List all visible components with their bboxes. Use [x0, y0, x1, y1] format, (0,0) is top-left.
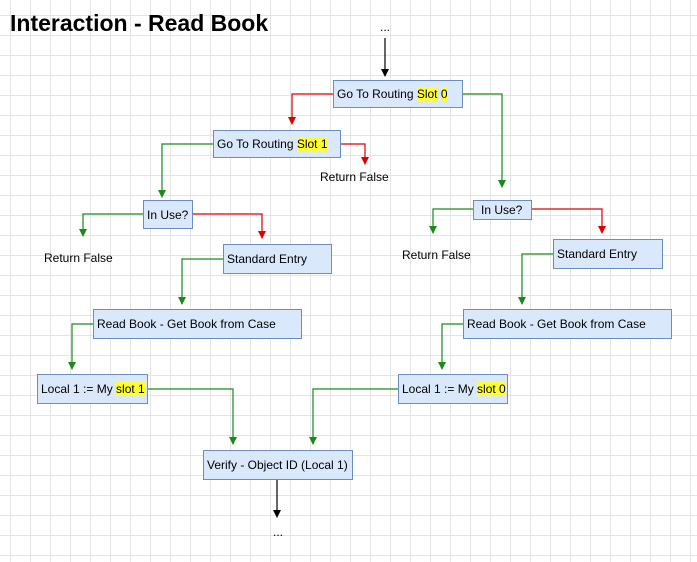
goto-slot0-highlight: Slot [416, 87, 438, 101]
read-book-right-label: Read Book - Get Book from Case [467, 317, 646, 331]
node-verify-object-id[interactable]: Verify - Object ID (Local 1) [203, 450, 353, 480]
node-goto-routing-slot1[interactable]: Go To Routing Slot 1 [213, 130, 341, 158]
goto-slot1-prefix: Go To Routing [217, 137, 297, 151]
edge-std-right-to-readbook [518, 253, 553, 305]
local-slot0-highlight: slot 0 [477, 382, 506, 396]
edge-inuse-left-true [79, 213, 143, 237]
label-return-false-left: Return False [44, 251, 113, 265]
node-local-slot1[interactable]: Local 1 := My slot 1 [37, 374, 148, 404]
edge-readbook-left-to-local [68, 323, 93, 370]
edge-goto-slot0-true [463, 93, 506, 188]
read-book-left-label: Read Book - Get Book from Case [97, 317, 276, 331]
node-local-slot0[interactable]: Local 1 := My slot 0 [398, 374, 508, 404]
ellipsis-top: ... [380, 20, 391, 34]
label-return-false-top: Return False [320, 170, 389, 184]
edge-readbook-right-to-local [438, 323, 463, 370]
node-in-use-right[interactable]: In Use? [473, 200, 532, 220]
in-use-left-label: In Use? [147, 207, 189, 222]
verify-label: Verify - Object ID (Local 1) [207, 458, 348, 472]
edge-inuse-right-true [429, 208, 473, 234]
node-in-use-left[interactable]: In Use? [143, 200, 193, 229]
goto-slot0-number: 0 [440, 87, 448, 101]
edge-goto-slot1-true [158, 143, 213, 198]
diagram-title: Interaction - Read Book [10, 10, 269, 36]
node-read-book-left[interactable]: Read Book - Get Book from Case [93, 309, 302, 339]
local-slot1-prefix: Local 1 := My [41, 382, 117, 396]
edge-goto-slot1-false [341, 143, 369, 165]
edge-goto-slot0-false [288, 93, 333, 125]
node-standard-entry-left[interactable]: Standard Entry [223, 244, 332, 274]
ellipsis-bottom: ... [273, 525, 284, 539]
node-standard-entry-right[interactable]: Standard Entry [553, 239, 663, 269]
edge-std-left-to-readbook [178, 258, 223, 305]
edge-local1-to-verify [148, 388, 237, 445]
node-read-book-right[interactable]: Read Book - Get Book from Case [463, 309, 672, 339]
std-entry-left-label: Standard Entry [227, 252, 308, 266]
edge-local0-to-verify [309, 388, 398, 445]
goto-slot1-highlight: Slot 1 [296, 137, 328, 151]
edge-inuse-right-false [532, 208, 606, 234]
label-return-false-right: Return False [402, 248, 471, 262]
local-slot0-prefix: Local 1 := My [402, 382, 478, 396]
std-entry-right-label: Standard Entry [557, 247, 638, 261]
in-use-right-label: In Use? [481, 203, 523, 217]
node-goto-routing-slot0[interactable]: Go To Routing Slot 0 [333, 80, 463, 108]
edge-inuse-left-false [193, 213, 266, 239]
goto-slot0-prefix: Go To Routing [337, 87, 417, 101]
local-slot1-highlight: slot 1 [116, 382, 145, 396]
